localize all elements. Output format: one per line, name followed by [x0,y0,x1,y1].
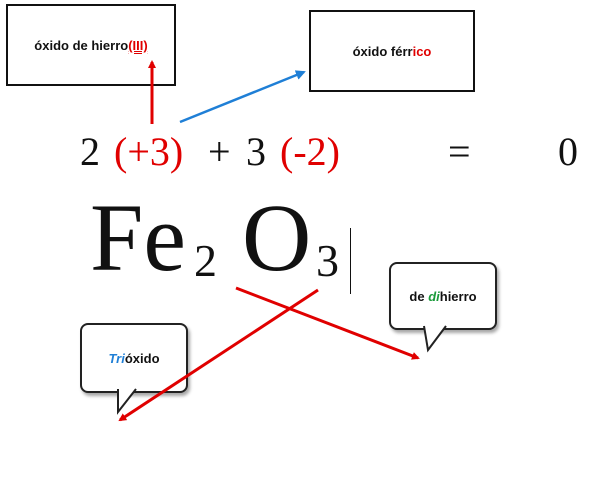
subscript-oxygen: 3 [316,235,339,286]
coefficient-iron: 2 [80,129,100,174]
oxido-de-hierro-box: óxido de hierro (III) [6,4,176,86]
element-iron: Fe [90,184,186,291]
box-hierro-label: óxido de hierro [34,37,129,53]
callout-trioxido-post: óxido [124,350,160,366]
element-oxygen: O [242,184,312,291]
arrow-to-oxido-ferrico [179,70,306,124]
equals-sign: = [448,129,471,174]
callout-trioxido-prefix: Tri [108,350,125,366]
callout-dihierro-post: hierro [439,288,477,304]
charge-balance-equation: 2 (+3) + 3 (-2) = 0 [80,128,600,176]
iron-charge: (+3) [114,129,184,174]
box-ferrico-suffix: ico [412,43,432,59]
text-cursor [350,228,351,294]
box-ferrico-prefix: óxido férr [352,43,413,59]
result-zero: 0 [558,129,578,174]
roman-numeral-iii: (III) [128,37,148,53]
callout-dihierro-prefix: di [428,288,440,304]
subscript-iron: 2 [194,235,217,286]
callout-dihierro-pre: de [409,288,425,304]
coefficient-oxygen: 3 [246,129,266,174]
oxygen-charge: (-2) [280,129,340,174]
plus-sign: + [208,129,231,174]
